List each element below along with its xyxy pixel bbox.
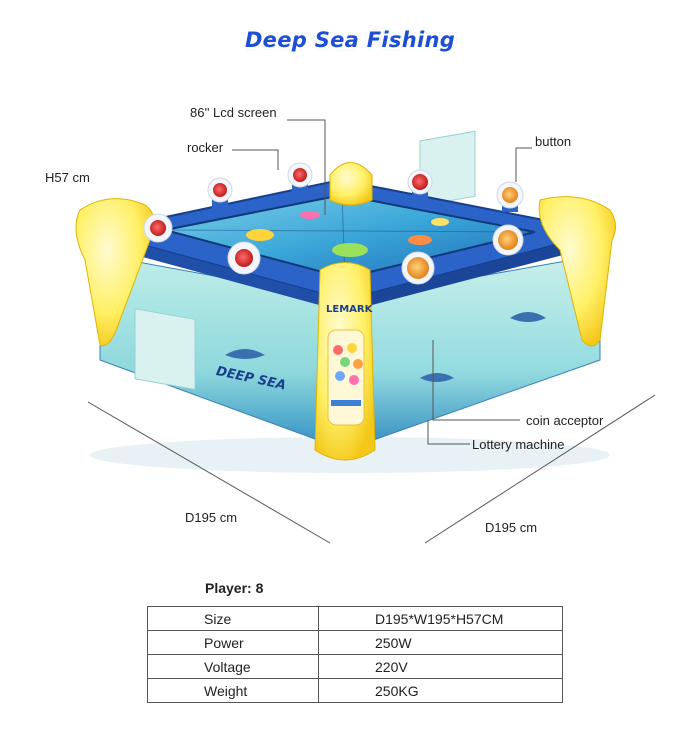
player-count: Player: 8 (205, 580, 264, 596)
rocker-label: rocker (187, 140, 224, 155)
spec-key: Size (147, 606, 319, 631)
table-row: Size D195*W195*H57CM (147, 606, 563, 631)
lcd-screen-label: 86'' Lcd screen (190, 105, 277, 120)
spec-value: D195*W195*H57CM (318, 606, 563, 631)
height-label: H57 cm (45, 170, 90, 185)
spec-value: 220V (318, 654, 563, 679)
button-label: button (535, 134, 572, 149)
table-row: Power 250W (147, 630, 563, 655)
page-title: Deep Sea Fishing (244, 28, 456, 52)
lottery-machine-label: Lottery machine (472, 437, 565, 452)
spec-key: Voltage (147, 654, 319, 679)
depth-left-label: D195 cm (185, 510, 238, 525)
spec-value: 250KG (318, 678, 563, 703)
table-row: Voltage 220V (147, 654, 563, 679)
spec-key: Power (147, 630, 319, 655)
machine-illustration: DEEP SEA LEMARK (75, 119, 656, 544)
spec-table: Size D195*W195*H57CM Power 250W Voltage … (147, 606, 563, 703)
machine-brand-text: LEMARK (326, 304, 374, 315)
table-row: Weight 250KG (147, 678, 563, 703)
depth-right-label: D195 cm (485, 520, 538, 535)
spec-key: Weight (147, 678, 319, 703)
spec-value: 250W (318, 630, 563, 655)
coin-acceptor-label: coin acceptor (526, 413, 604, 428)
